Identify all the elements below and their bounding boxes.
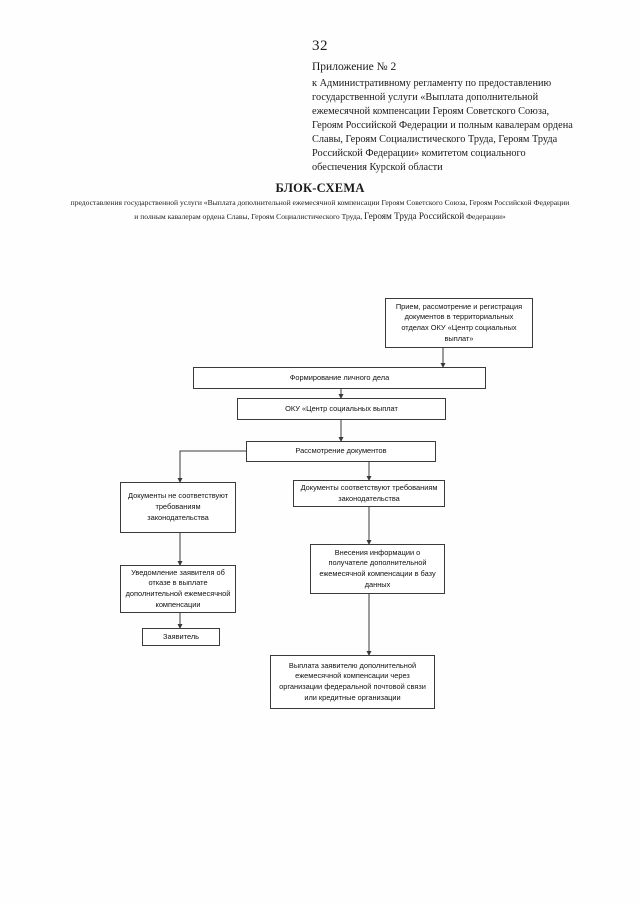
flow-node-personal-file-label: Формирование личного дела	[289, 372, 390, 382]
document-title: БЛОК-СХЕМА	[275, 181, 365, 195]
flow-node-non-compliant[interactable]: Документы не соответствуют требованиям з…	[120, 482, 236, 533]
flow-node-payment[interactable]: Выплата заявителю дополнительной ежемеся…	[270, 655, 435, 709]
subtitle-line-2-emphasis: Героям Труда Российской	[364, 210, 465, 221]
document-subtitle: предоставления государственной услуги «В…	[70, 197, 570, 223]
flow-node-personal-file[interactable]: Формирование личного дела	[193, 367, 486, 389]
flow-node-applicant-label: Заявитель	[163, 631, 199, 641]
flow-node-intake-label: Прием, рассмотрение и регистрация докуме…	[395, 301, 523, 343]
flow-node-applicant[interactable]: Заявитель	[142, 628, 220, 646]
subtitle-line-2: Российской Федерации и полным кавалерам …	[134, 198, 570, 221]
flow-node-database-entry-label: Внесения информации о получателе дополни…	[319, 547, 436, 589]
flow-node-review[interactable]: Рассмотрение документов	[246, 441, 436, 462]
flow-node-database-entry[interactable]: Внесения информации о получателе дополни…	[310, 544, 445, 594]
appendix-title: Приложение № 2	[312, 61, 397, 73]
flow-node-oku[interactable]: ОКУ «Центр социальных выплат	[237, 398, 446, 420]
flow-node-oku-label: ОКУ «Центр социальных выплат	[285, 403, 398, 413]
flow-node-non-compliant-label: Документы не соответствуют требованиям з…	[128, 491, 228, 522]
appendix-body-text: к Административному регламенту по предос…	[312, 77, 573, 174]
flow-node-intake[interactable]: Прием, рассмотрение и регистрация докуме…	[385, 298, 533, 348]
flow-node-compliant[interactable]: Документы соответствуют требованиям зако…	[293, 480, 445, 507]
flow-node-review-label: Рассмотрение документов	[295, 446, 387, 456]
subtitle-line-3: Федерации»	[466, 211, 506, 221]
flow-node-compliant-label: Документы соответствуют требованиям зако…	[300, 482, 438, 503]
flow-node-refusal-notice[interactable]: Уведомление заявителя об отказе в выплат…	[120, 565, 236, 613]
edge-review-to-non-compliant	[177, 450, 246, 483]
flow-node-refusal-notice-label: Уведомление заявителя об отказе в выплат…	[125, 567, 231, 609]
appendix-header: Приложение № 2 к Административному регла…	[312, 60, 580, 175]
page-number: 32	[312, 38, 328, 54]
flow-node-payment-label: Выплата заявителю дополнительной ежемеся…	[279, 660, 426, 702]
subtitle-line-1: предоставления государственной услуги «В…	[70, 198, 493, 207]
